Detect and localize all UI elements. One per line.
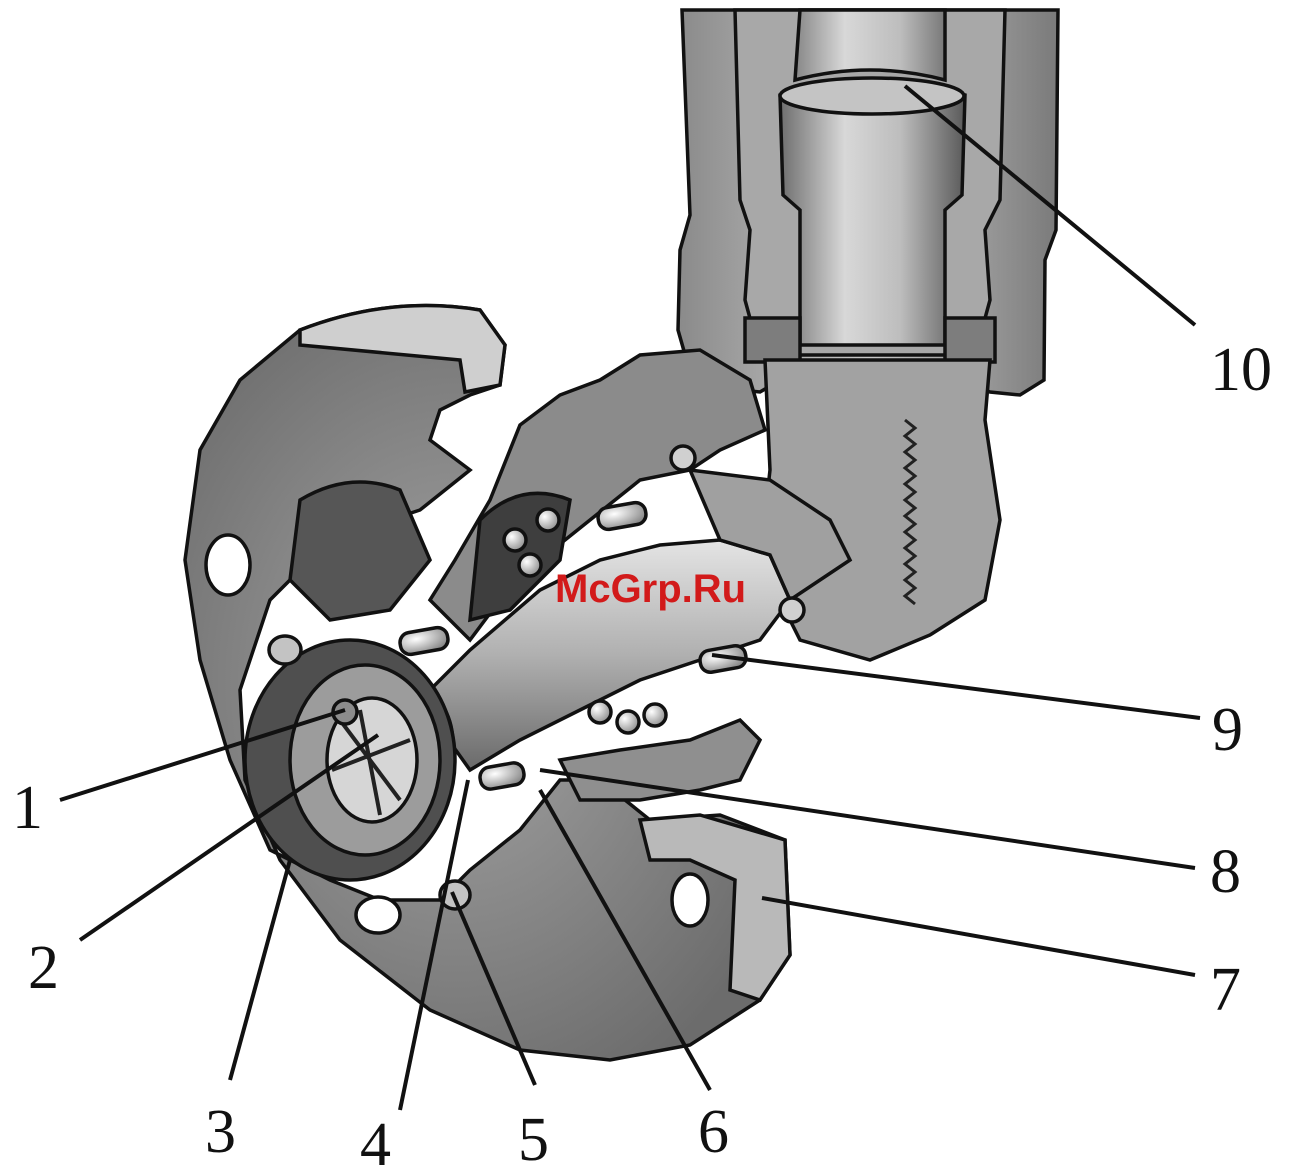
bolt-head [269, 636, 301, 664]
flange-bolt-hole [356, 897, 400, 933]
flange-bolt-hole [672, 874, 708, 926]
bolt-head [671, 446, 695, 470]
callout-10: 10 [1210, 336, 1272, 404]
bearing-roller [478, 761, 525, 790]
rod-shoulder [780, 78, 964, 114]
callout-5: 5 [518, 1106, 549, 1173]
hub-face [245, 640, 455, 880]
bearing-ball [644, 704, 666, 726]
bearing-roller [398, 626, 449, 656]
callout-7: 7 [1210, 956, 1241, 1024]
callout-2: 2 [28, 934, 59, 1002]
watermark-text: McGrp.Ru [555, 567, 746, 611]
callout-1: 1 [12, 774, 43, 842]
flange-bolt-hole [206, 535, 250, 595]
leader-line-7 [762, 898, 1195, 975]
bearing-ball [537, 509, 559, 531]
callout-6: 6 [698, 1098, 729, 1166]
callout-8: 8 [1210, 838, 1241, 906]
bearing-ball [617, 711, 639, 733]
leader-line-9 [712, 655, 1200, 718]
strut-piston-rod [780, 10, 965, 345]
callout-9: 9 [1212, 696, 1243, 764]
callout-3: 3 [205, 1098, 236, 1166]
callout-4: 4 [360, 1111, 391, 1173]
leader-line-3 [230, 860, 290, 1080]
bolt-head [780, 598, 804, 622]
bearing-ball [589, 701, 611, 723]
bearing-ball [519, 554, 541, 576]
bearing-ball [504, 529, 526, 551]
